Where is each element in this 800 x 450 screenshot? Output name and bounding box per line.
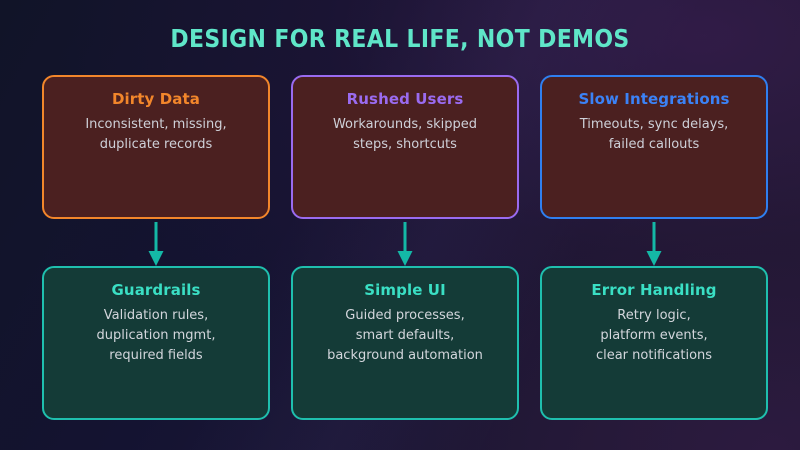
solution-card-error-handling: Error Handling Retry logic, platform eve… xyxy=(540,266,768,420)
arrow-dirty-data-to-guardrails xyxy=(147,222,165,268)
solution-card-body: Guided processes, smart defaults, backgr… xyxy=(327,308,483,363)
problem-card-heading: Dirty Data xyxy=(111,90,201,108)
solution-card-simple-ui: Simple UI Guided processes, smart defaul… xyxy=(291,266,519,420)
solution-card-guardrails: Guardrails Validation rules, duplication… xyxy=(42,266,270,420)
page-title: DESIGN FOR REAL LIFE, NOT DEMOS xyxy=(170,24,630,53)
problem-card-slow-integrations: Slow Integrations Timeouts, sync delays,… xyxy=(540,75,768,219)
solution-card-heading: Guardrails xyxy=(111,281,201,299)
arrow-slow-integrations-to-error-handling xyxy=(645,222,663,268)
problem-card-body: Workarounds, skipped steps, shortcuts xyxy=(332,117,478,152)
arrow-rushed-users-to-simple-ui xyxy=(396,222,414,268)
solution-card-heading: Error Handling xyxy=(591,281,717,299)
problem-card-heading: Rushed Users xyxy=(346,90,464,108)
solution-card-body: Retry logic, platform events, clear noti… xyxy=(595,308,713,363)
problem-card-body: Inconsistent, missing, duplicate records xyxy=(85,117,227,152)
solution-card-heading: Simple UI xyxy=(364,281,446,299)
problem-card-heading: Slow Integrations xyxy=(578,90,730,108)
problem-card-body: Timeouts, sync delays, failed callouts xyxy=(579,117,729,152)
solution-card-body: Validation rules, duplication mgmt, requ… xyxy=(96,308,216,363)
problem-card-dirty-data: Dirty Data Inconsistent, missing, duplic… xyxy=(42,75,270,219)
problem-card-rushed-users: Rushed Users Workarounds, skipped steps,… xyxy=(291,75,519,219)
